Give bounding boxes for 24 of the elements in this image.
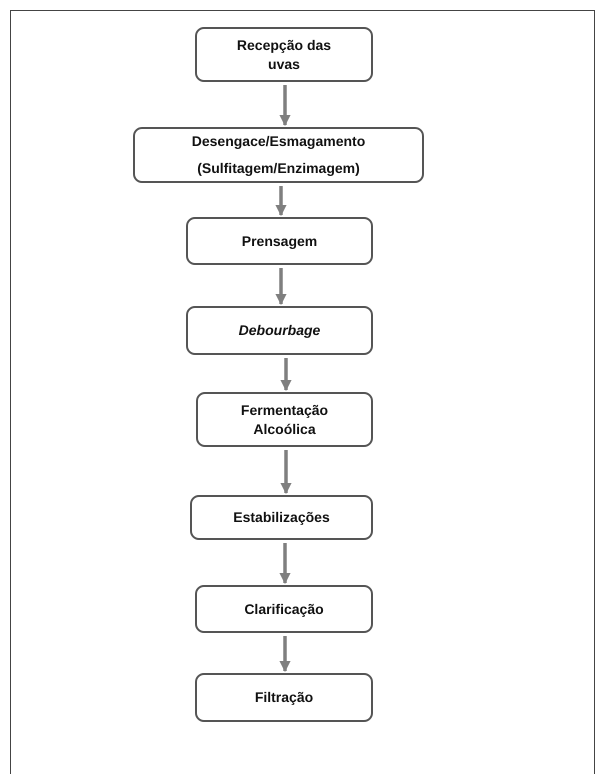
step-label: Fermentação Alcoólica <box>240 400 330 438</box>
process-box <box>196 392 373 447</box>
process-box <box>186 217 373 265</box>
process-box <box>186 306 373 355</box>
arrow <box>280 450 292 494</box>
arrow <box>279 85 291 126</box>
step-label: Desengace/Esmagamento <box>192 132 366 151</box>
process-box <box>195 27 373 82</box>
step-label: Estabilizações <box>233 508 330 527</box>
process-box <box>195 673 373 722</box>
step-label: (Sulfitagem/Enzimagem) <box>197 159 360 178</box>
arrow <box>275 186 287 216</box>
step-label: Filtração <box>254 688 314 707</box>
arrow <box>279 636 291 672</box>
process-box <box>195 585 373 633</box>
process-box <box>133 127 424 183</box>
step-label: Prensagem <box>242 232 318 250</box>
process-box <box>190 495 373 540</box>
step-label: Debourbage <box>238 321 320 340</box>
step-label: Recepção das uvas <box>236 36 332 74</box>
arrow <box>275 268 287 306</box>
step-label: Clarificação <box>244 600 324 618</box>
arrow <box>280 358 292 392</box>
arrow <box>279 543 291 584</box>
